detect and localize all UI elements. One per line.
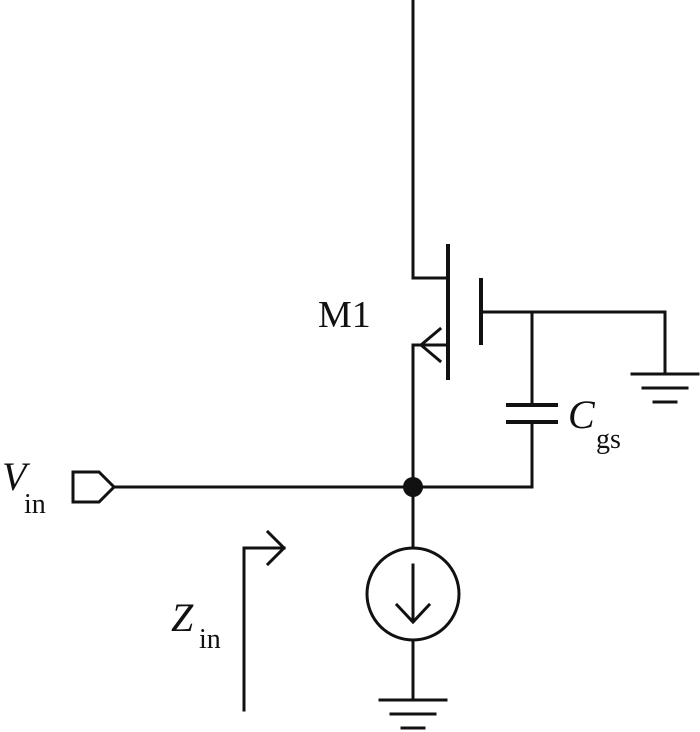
impedance-label-subscript: in	[199, 624, 221, 655]
impedance-label: Z	[171, 595, 194, 640]
input-port-icon	[71, 470, 117, 504]
junction-node	[403, 477, 423, 497]
transistor-m1	[411, 244, 483, 380]
capacitor-label-subscript: gs	[596, 424, 621, 455]
ground-icon	[630, 372, 700, 404]
input-label-subscript: in	[24, 489, 46, 520]
input-label: V	[2, 454, 31, 499]
transistor-label: M1	[318, 294, 371, 336]
impedance-arrow-icon	[242, 529, 287, 712]
capacitor-label: C	[568, 392, 596, 437]
ground-icon-bottom	[378, 698, 448, 730]
current-source-icon	[365, 546, 461, 642]
source-arrow-icon	[418, 326, 443, 364]
